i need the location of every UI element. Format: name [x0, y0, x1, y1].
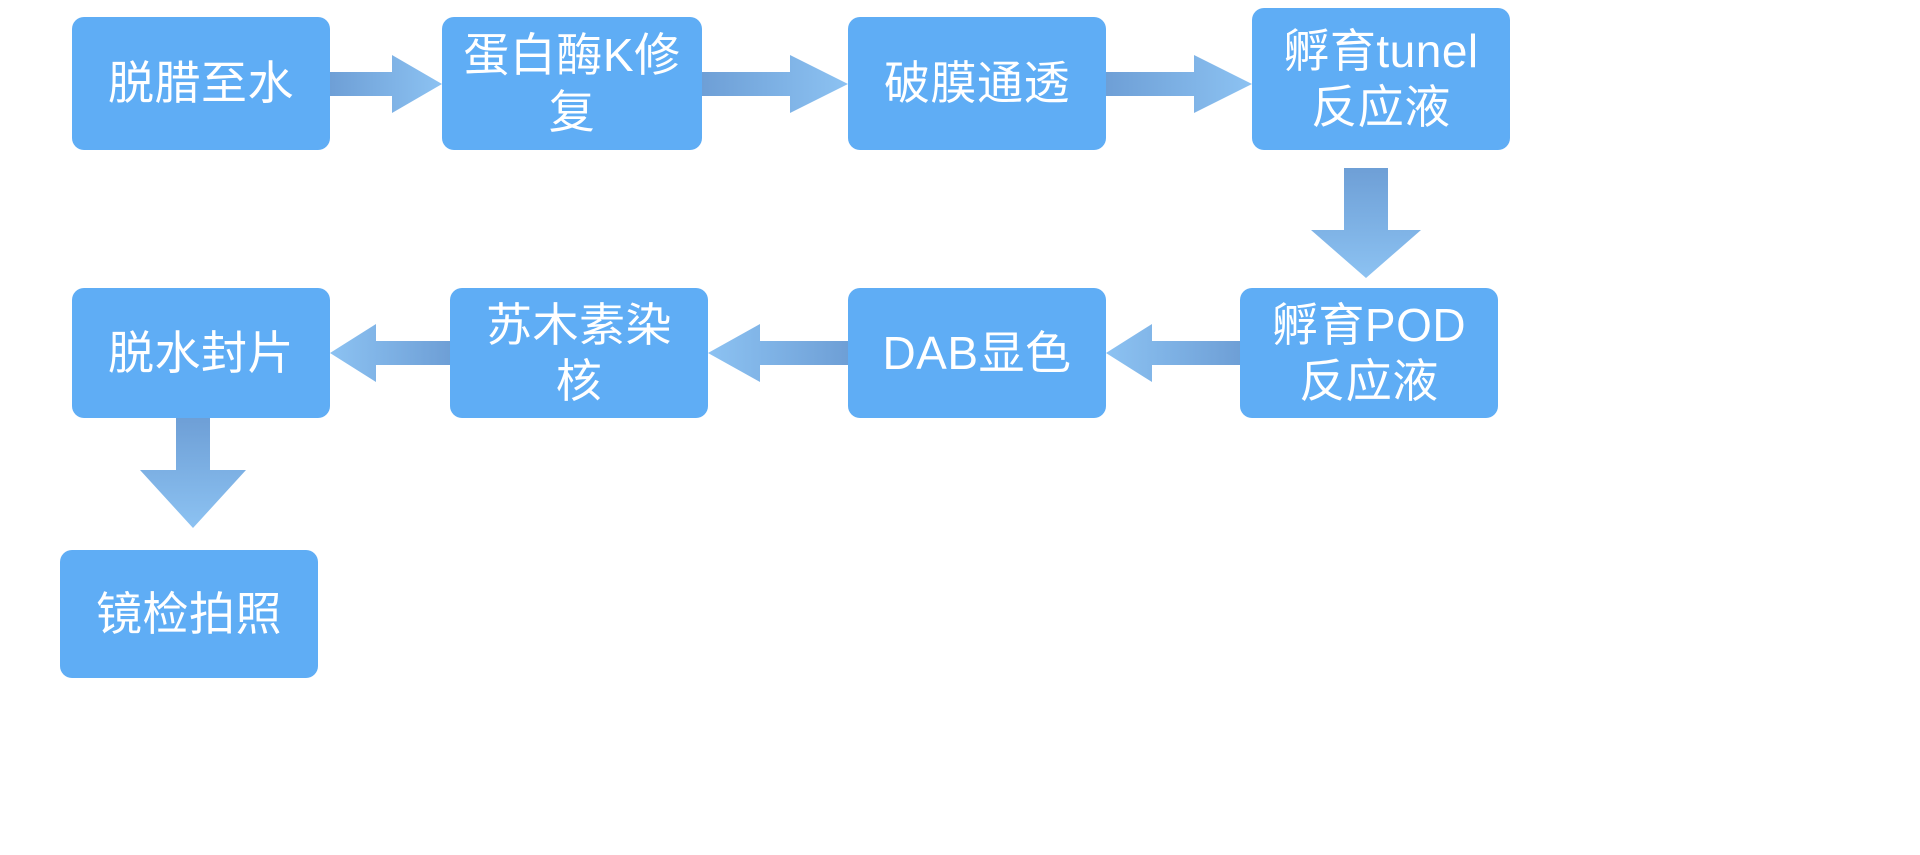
- arrow-down-1: [1311, 168, 1421, 278]
- flow-node-fuyu-tunel-fanyingye[interactable]: 孵育tunel反应液: [1252, 8, 1510, 150]
- flow-node-pomo-tongtou[interactable]: 破膜通透: [848, 17, 1106, 150]
- flow-node-dab-xiansetext[interactable]: DAB显色: [848, 288, 1106, 418]
- flow-node-fuyu-pod-fanyingye[interactable]: 孵育POD反应液: [1240, 288, 1498, 418]
- flow-node-tuola-zhishui[interactable]: 脱腊至水: [72, 17, 330, 150]
- arrow-right-3: [1106, 55, 1252, 113]
- arrow-down-2: [140, 418, 246, 528]
- arrow-left-3: [330, 324, 450, 382]
- flow-node-danbaimeik-xiufu[interactable]: 蛋白酶K修复: [442, 17, 702, 150]
- arrow-right-2: [702, 55, 848, 113]
- arrow-right-1: [330, 55, 442, 113]
- flow-node-tuoshui-fengpian[interactable]: 脱水封片: [72, 288, 330, 418]
- flow-node-jingjian-paizhao[interactable]: 镜检拍照: [60, 550, 318, 678]
- arrow-left-2: [708, 324, 848, 382]
- arrow-left-1: [1106, 324, 1240, 382]
- flow-node-sumusu-ranhe[interactable]: 苏木素染核: [450, 288, 708, 418]
